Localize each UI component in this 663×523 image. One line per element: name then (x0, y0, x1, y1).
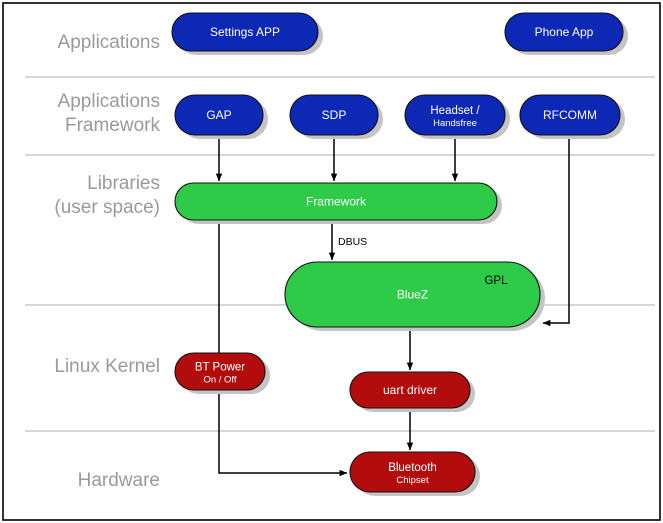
node-body (289, 94, 379, 136)
node-body (174, 182, 498, 221)
node-label: Phone App (535, 25, 594, 39)
edge-labels: DBUS (338, 236, 367, 248)
node-sublabel: On / Off (203, 375, 236, 386)
edge-gap-chipset (218, 220, 348, 477)
node-label: BT Power (195, 362, 245, 374)
node-body (171, 12, 319, 52)
node-sdp[interactable]: SDP (289, 94, 383, 139)
layer-label-hardware: Hardware (78, 470, 160, 491)
node-sublabel: Chipset (396, 475, 429, 486)
layer-label-applications: Applications (58, 32, 160, 53)
layer-label-libraries: Libraries(user space) (54, 173, 160, 218)
node-settings-app[interactable]: Settings APP (171, 12, 323, 55)
node-body (284, 261, 541, 328)
node-body (174, 94, 264, 136)
node-framework[interactable]: Framework (174, 182, 502, 224)
node-headset-handsfree[interactable]: Headset /Handsfree (404, 94, 510, 139)
node-body (519, 94, 621, 136)
node-gap[interactable]: GAP (174, 94, 268, 139)
edge-framework-bluez-label: DBUS (338, 236, 367, 248)
node-body (404, 94, 506, 136)
node-body (349, 451, 476, 493)
node-label: Bluetooth (388, 462, 437, 474)
node-rfcomm[interactable]: RFCOMM (519, 94, 625, 139)
connector-edges (215, 135, 570, 477)
node-label: GAP (206, 108, 231, 122)
node-body (349, 371, 471, 409)
node-sublabel: Handsfree (433, 118, 477, 129)
edge-rfcomm-bluez (542, 135, 570, 327)
node-body (174, 352, 266, 391)
node-uart-driver[interactable]: uart driver (349, 371, 475, 412)
node-label: uart driver (383, 383, 437, 397)
node-body (504, 12, 624, 52)
node-badge-gpl: GPL (484, 275, 508, 287)
node-label: RFCOMM (543, 108, 597, 122)
node-label: Framework (306, 195, 367, 209)
node-label: Settings APP (210, 25, 280, 39)
layer-label-linux-kernel: Linux Kernel (54, 356, 160, 377)
node-label: Headset / (430, 105, 480, 117)
node-label: BlueZ (397, 288, 428, 302)
node-bluez[interactable]: BlueZ GPL (284, 261, 545, 331)
node-phone-app[interactable]: Phone App (504, 12, 628, 55)
node-label: SDP (322, 108, 347, 122)
